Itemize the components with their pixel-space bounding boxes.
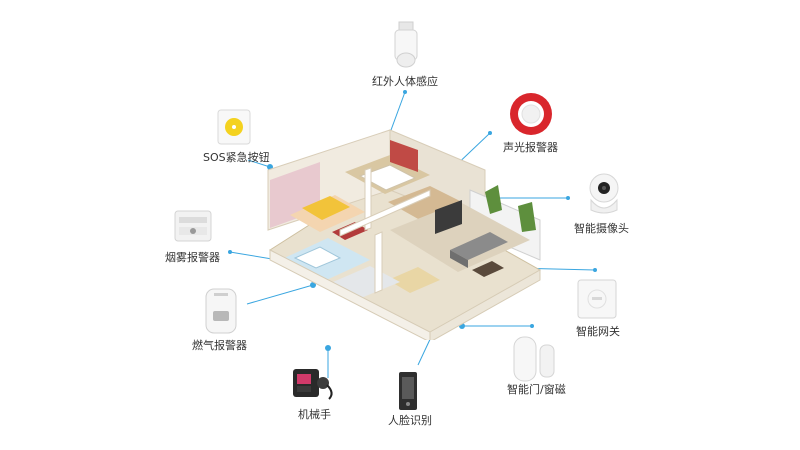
pir-sensor-icon: [394, 21, 418, 68]
smoke-detector-icon: [174, 210, 212, 242]
camera-icon: [589, 173, 619, 214]
door-sensor-icon: [513, 336, 555, 382]
door-sensor-label: 智能门/窗磁: [507, 383, 566, 396]
sos-button-icon: [217, 109, 251, 145]
siren-icon: [510, 93, 552, 135]
camera-label: 智能摄像头: [574, 222, 629, 235]
face-recognition-icon: [399, 372, 417, 410]
sos-button-label: SOS紧急按钮: [203, 151, 270, 164]
gateway-label: 智能网关: [576, 325, 620, 338]
smoke-detector-label: 烟雾报警器: [165, 251, 220, 264]
manipulator-icon: [293, 369, 333, 400]
siren-label: 声光报警器: [503, 141, 558, 154]
house-floorplan-illustration: [267, 129, 541, 340]
gas-detector-label: 燃气报警器: [192, 339, 247, 352]
gateway-icon: [577, 279, 617, 319]
face-recognition-label: 人脸识别: [388, 414, 432, 427]
manipulator-label: 机械手: [298, 408, 331, 421]
pir-sensor-label: 红外人体感应: [372, 75, 438, 88]
gas-detector-icon: [205, 288, 237, 334]
